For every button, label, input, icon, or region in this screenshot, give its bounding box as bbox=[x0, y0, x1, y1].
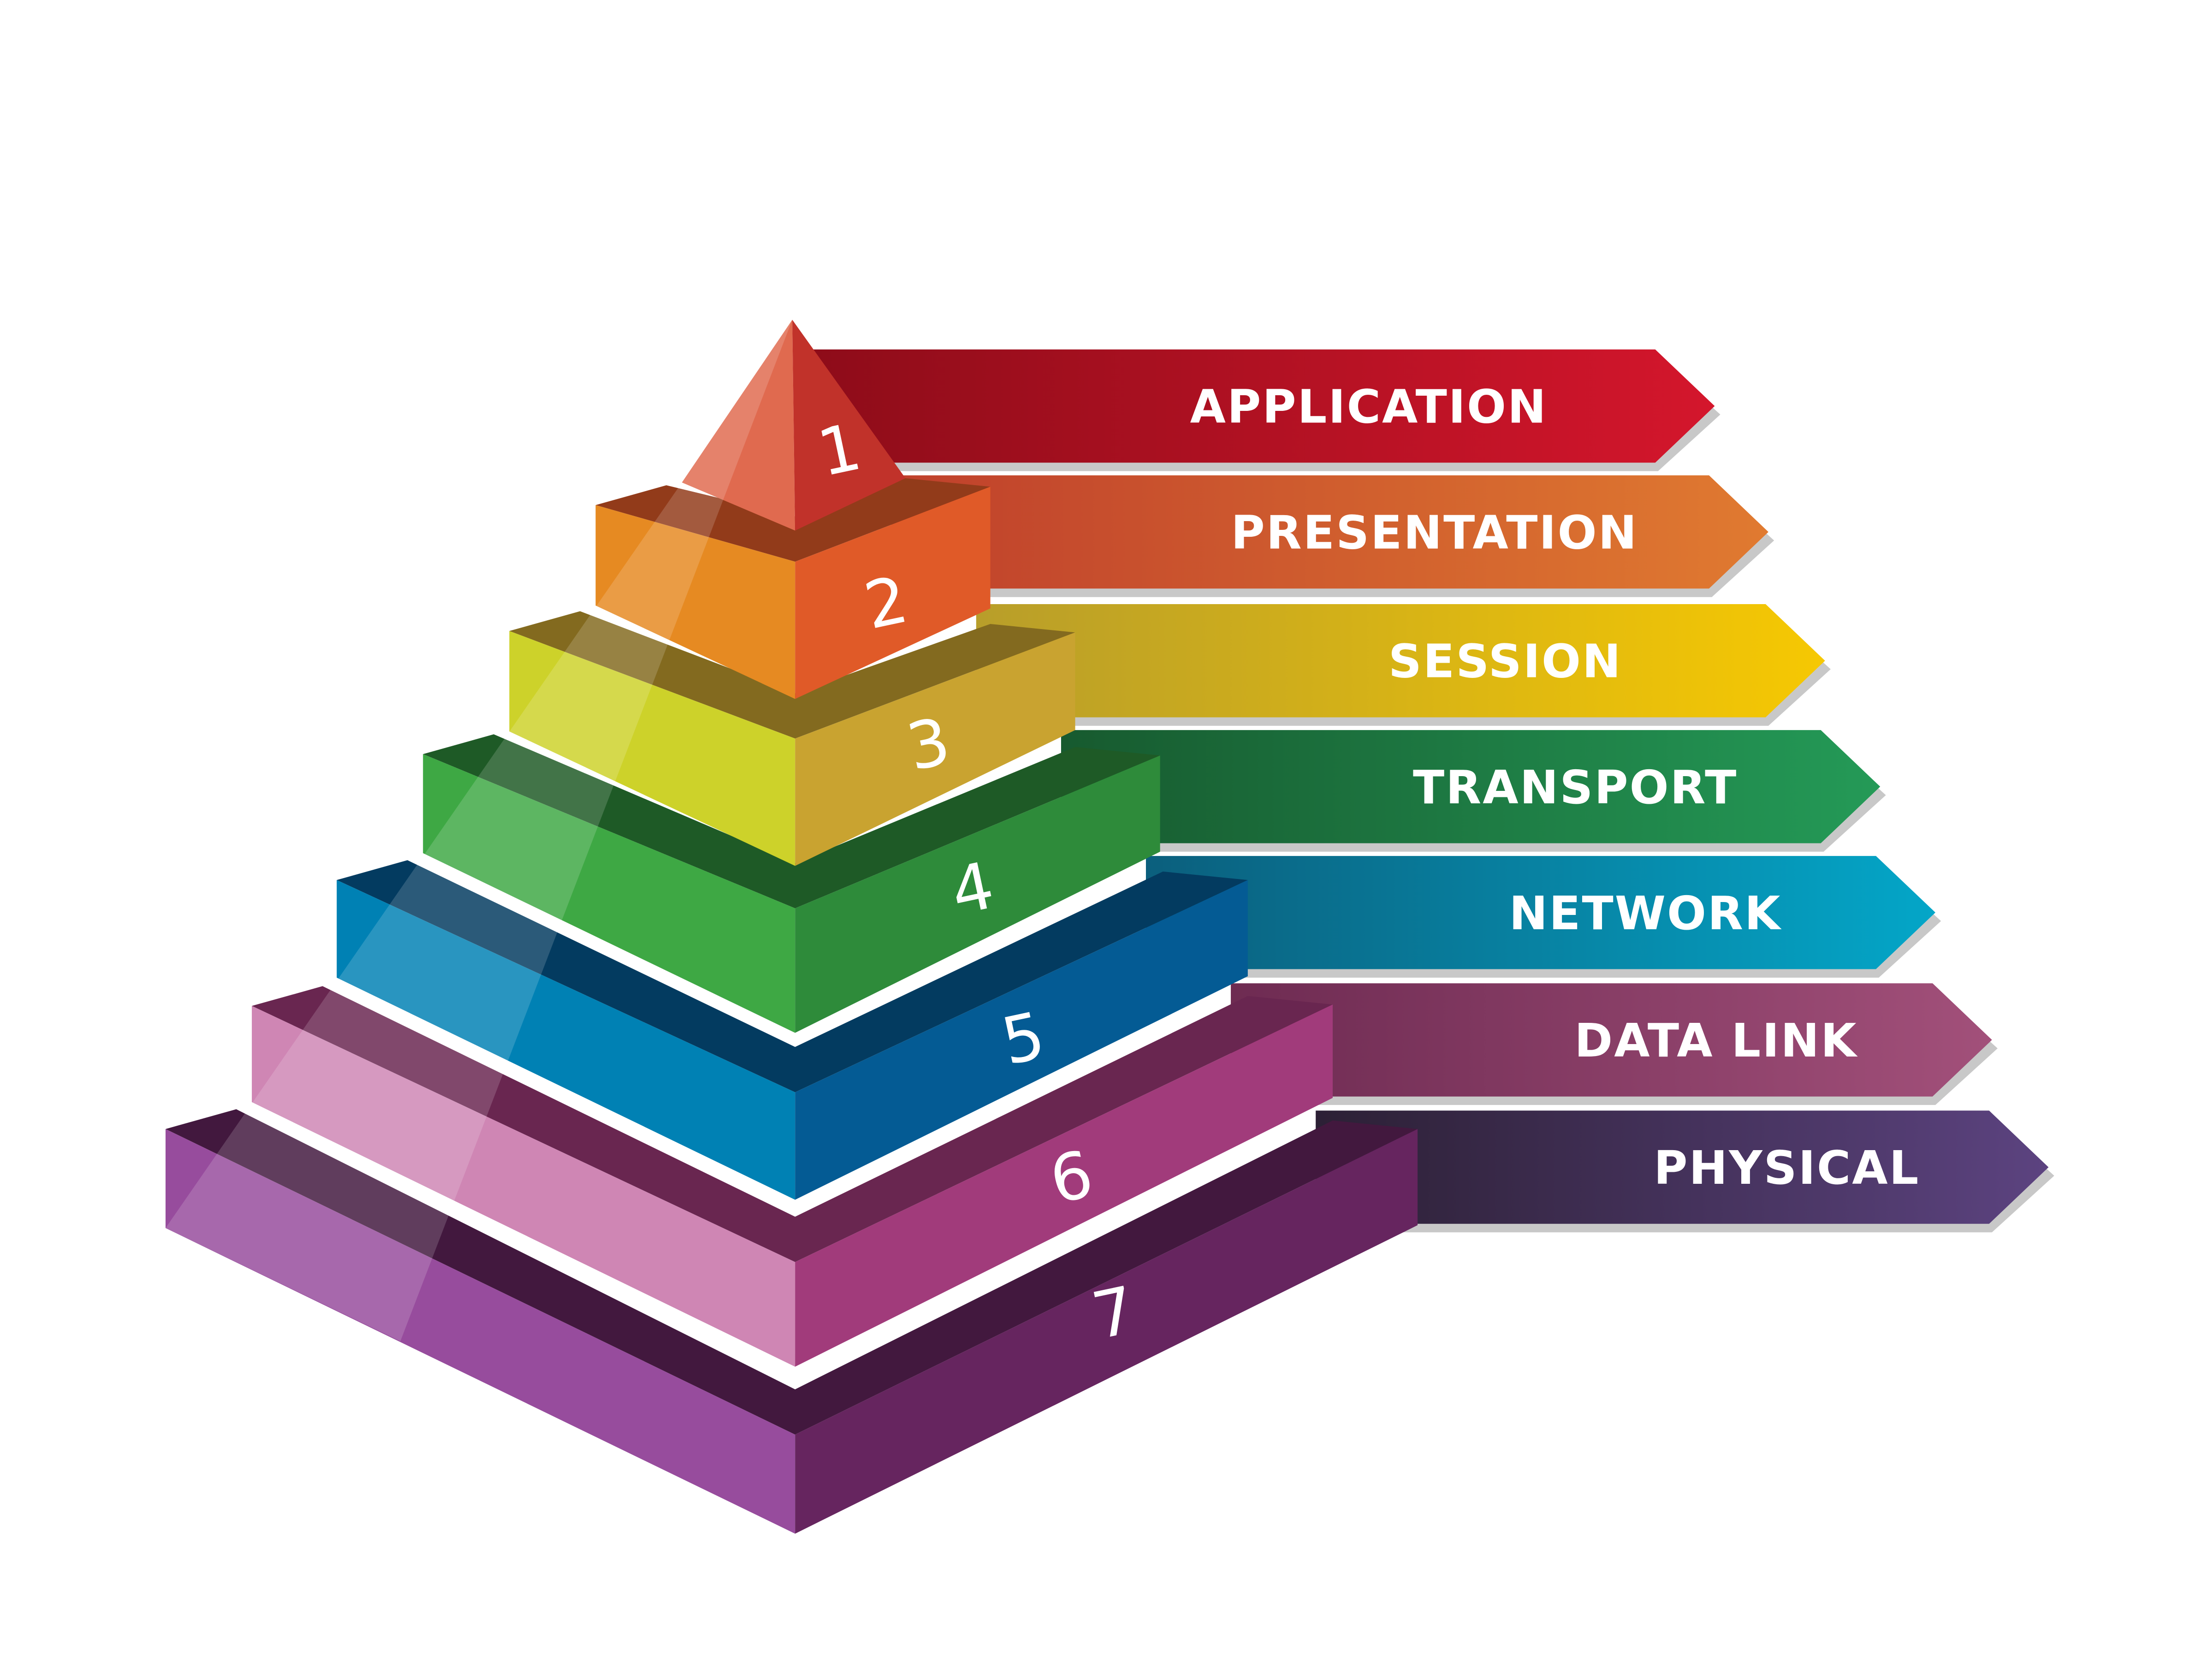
banner-arrow bbox=[1061, 730, 1881, 843]
pyramid-layer-1: 1 bbox=[682, 320, 906, 531]
face-left bbox=[166, 1129, 795, 1534]
face-left bbox=[337, 880, 795, 1200]
pyramid-layer-6: 6 bbox=[252, 986, 1333, 1367]
banner-label: DATA LINK bbox=[1574, 1014, 1858, 1068]
banner-arrow bbox=[976, 604, 1825, 718]
banner-arrow bbox=[1146, 856, 1935, 969]
glass-highlight bbox=[166, 320, 793, 1342]
face-left bbox=[509, 631, 795, 866]
banner-label: NETWORK bbox=[1509, 886, 1782, 940]
ledge bbox=[509, 611, 1075, 739]
banner-label: PHYSICAL bbox=[1654, 1141, 1920, 1195]
pyramid-layer-5: 5 bbox=[337, 860, 1248, 1200]
layer-banners: APPLICATION PRESENTATION SESSION TRANSPORT N… bbox=[813, 349, 2054, 1233]
banner-label: TRANSPORT bbox=[1413, 760, 1738, 814]
banner-layer-3: SESSION bbox=[976, 604, 1831, 726]
face-right bbox=[795, 1004, 1333, 1367]
banner-layer-2: PRESENTATION bbox=[891, 475, 1774, 597]
face-left bbox=[682, 320, 795, 531]
banner-arrow bbox=[1231, 983, 1992, 1097]
face-left bbox=[423, 754, 795, 1033]
pyramid-layer-4: 4 bbox=[423, 734, 1160, 1033]
banner-layer-1: APPLICATION bbox=[813, 349, 1721, 471]
banner-layer-5: NETWORK bbox=[1146, 856, 1941, 978]
banner-label: APPLICATION bbox=[1190, 380, 1548, 434]
face-right bbox=[795, 1129, 1418, 1534]
face-right bbox=[795, 880, 1248, 1200]
banner-arrow bbox=[813, 349, 1715, 463]
pyramid-layer-7: 7 bbox=[166, 1109, 1418, 1534]
ledge bbox=[337, 860, 1248, 1092]
ledge bbox=[423, 734, 1160, 908]
face-right bbox=[795, 487, 991, 699]
banner-label: SESSION bbox=[1388, 635, 1622, 689]
face-left bbox=[595, 505, 795, 699]
banner-layer-4: TRANSPORT bbox=[1061, 730, 1886, 852]
ledge bbox=[252, 986, 1333, 1262]
ledge bbox=[166, 1109, 1418, 1435]
banner-layer-6: DATA LINK bbox=[1231, 983, 1998, 1105]
pyramid-layer-3: 3 bbox=[509, 611, 1075, 866]
banner-label: PRESENTATION bbox=[1231, 506, 1638, 560]
face-right bbox=[795, 632, 1075, 866]
banner-arrow bbox=[1316, 1110, 2049, 1224]
face-right bbox=[792, 320, 906, 531]
banner-layer-7: PHYSICAL bbox=[1316, 1110, 2054, 1233]
face-left bbox=[252, 1006, 795, 1367]
pyramid-highlight bbox=[166, 320, 793, 1342]
banner-arrow bbox=[891, 475, 1768, 589]
face-right bbox=[795, 755, 1160, 1033]
